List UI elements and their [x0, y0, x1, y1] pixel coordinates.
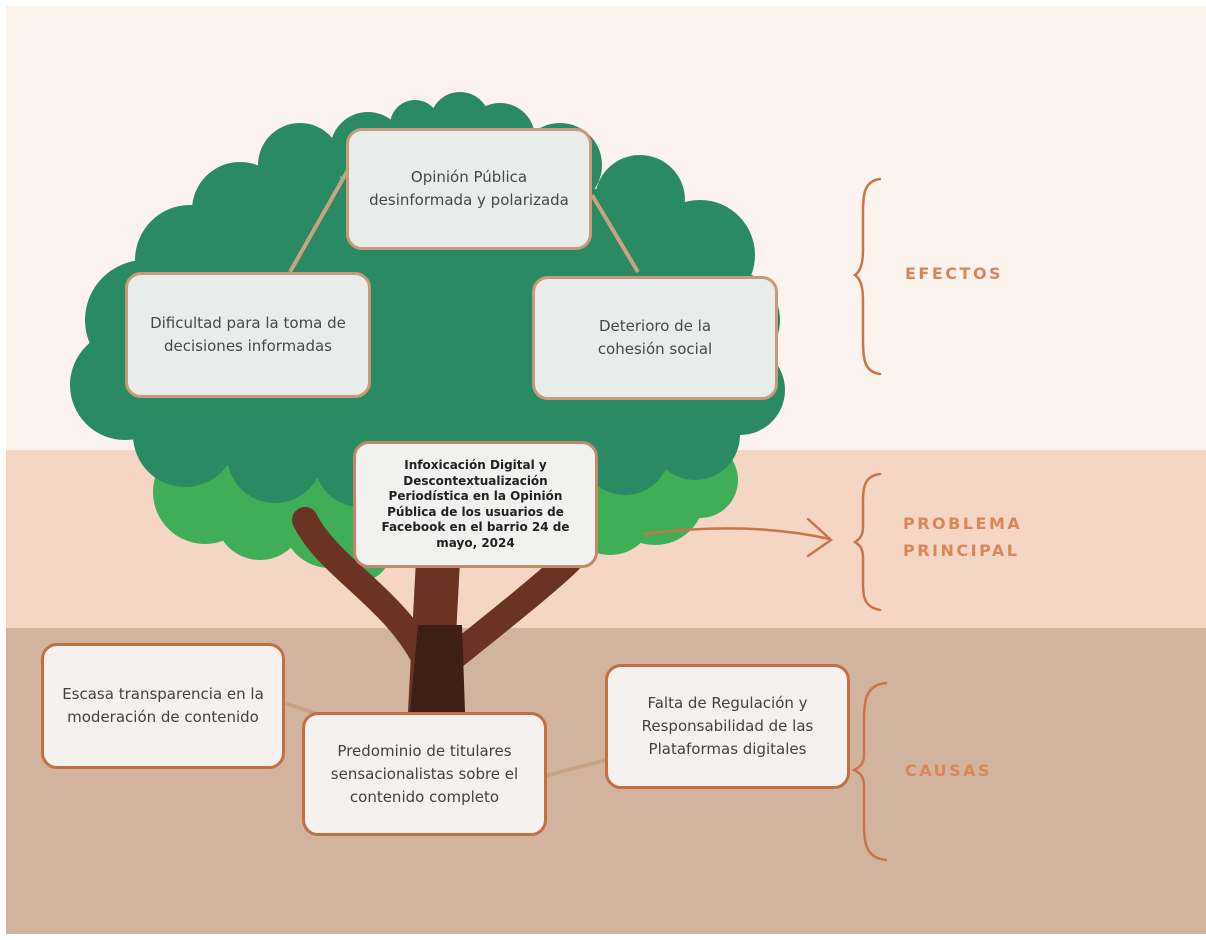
arrow-to-problem [643, 517, 833, 558]
effect-top-text: Opinión Pública desinformada y polarizad… [369, 168, 569, 209]
effect-right-text: Deterioro de la cohesión social [597, 317, 713, 358]
main-problem-text: Infoxicación Digital y Descontextualizac… [381, 458, 570, 550]
problem-label-line2: PRINCIPAL [903, 541, 1020, 560]
cause-box-right: Falta de Regulación y Responsabilidad de… [605, 664, 850, 789]
main-problem-box: Infoxicación Digital y Descontextualizac… [353, 441, 598, 568]
cause-left-text: Escasa transparencia en la moderación de… [62, 685, 264, 726]
cause-box-center: Predominio de titulares sensacionalistas… [302, 712, 547, 836]
curly-braces [851, 177, 888, 862]
cause-box-left: Escasa transparencia en la moderación de… [41, 643, 285, 769]
effect-left-text: Dificultad para la toma de decisiones in… [150, 314, 346, 355]
effects-label: EFECTOS [905, 264, 1004, 283]
causes-label: CAUSAS [905, 761, 993, 780]
cause-center-text: Predominio de titulares sensacionalistas… [330, 741, 519, 806]
problem-label-line1: PROBLEMA [903, 514, 1023, 533]
effect-box-left: Dificultad para la toma de decisiones in… [125, 272, 371, 398]
effect-box-right: Deterioro de la cohesión social [532, 276, 778, 400]
effect-box-top: Opinión Pública desinformada y polarizad… [346, 128, 592, 250]
cause-right-text: Falta de Regulación y Responsabilidad de… [641, 694, 814, 758]
